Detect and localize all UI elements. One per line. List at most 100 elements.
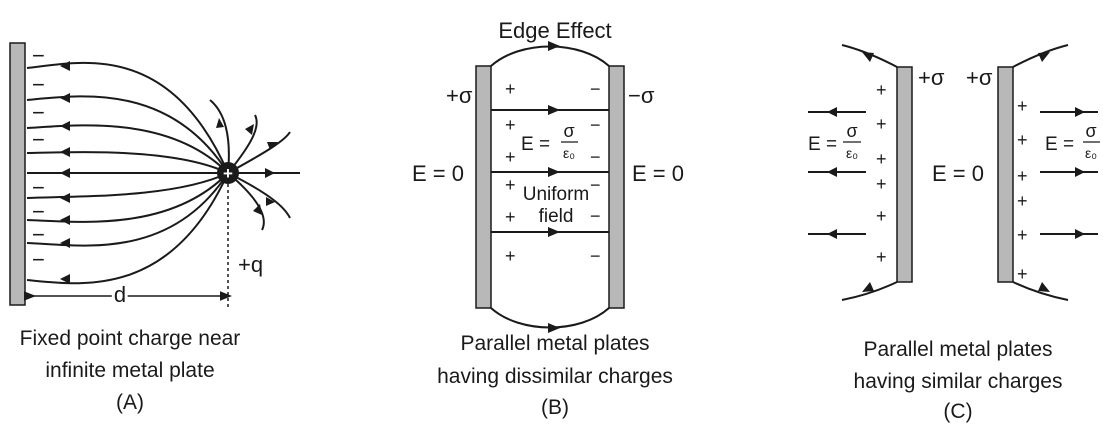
plus-sigma-right: +σ [966, 65, 993, 90]
field-line [26, 61, 229, 174]
field-line [26, 172, 229, 199]
arrows-b [548, 41, 560, 333]
plus-sign: + [1017, 225, 1028, 245]
plus-sign: + [505, 147, 516, 167]
plus-sign: + [505, 115, 516, 135]
field-line [26, 172, 229, 223]
formula-sigma: σ [846, 121, 857, 141]
field-formula-c-right: E = σ ε₀ [1045, 121, 1100, 161]
arrowhead [548, 227, 560, 237]
e-zero-left: E = 0 [412, 161, 464, 186]
arrows-a [60, 61, 278, 284]
plus-sign: + [876, 114, 887, 134]
arrowhead [60, 121, 70, 131]
edge-field-line [841, 281, 898, 301]
plus-sigma-label: +σ [446, 83, 473, 108]
panel-a: − − − − − − − − + d +q Fixed point charg… [9, 42, 300, 414]
field-line [26, 172, 229, 285]
arrowhead [548, 323, 560, 333]
arrowhead [60, 274, 70, 284]
field-line [26, 124, 229, 174]
plus-sign: + [1017, 130, 1028, 150]
field-formula-c-left: E = σ ε₀ [808, 121, 861, 161]
plus-sign: + [1017, 191, 1028, 211]
plus-signs-b: + + + + + + [505, 79, 516, 266]
arrowhead [1038, 52, 1050, 62]
plus-sign: + [1017, 264, 1028, 284]
right-plate-c [997, 66, 1014, 283]
distance-label: d [114, 282, 126, 307]
arrowhead [60, 147, 70, 157]
minus-sign: − [590, 206, 601, 226]
arrowhead [1075, 167, 1085, 177]
arrowhead [265, 168, 275, 178]
minus-sign: − [32, 43, 45, 68]
field-formula-b: E = σ ε₀ [521, 121, 578, 161]
formula-lhs: E = [1045, 134, 1074, 155]
arrowhead [862, 52, 874, 62]
formula-epsilon: ε₀ [1085, 145, 1097, 161]
e-zero-right: E = 0 [632, 161, 684, 186]
caption-c-line2: having similar charges [854, 370, 1063, 393]
minus-signs-b: − − − − − − [590, 79, 601, 266]
plus-sign: + [876, 206, 887, 226]
plate-charges-a: − − − − − − − − [32, 43, 45, 272]
minus-sign: − [32, 72, 45, 97]
minus-sign: − [32, 127, 45, 152]
minus-sign: − [590, 79, 601, 99]
formula-lhs: E = [521, 134, 550, 155]
arrows-c [827, 52, 1085, 292]
plus-sign: + [876, 149, 887, 169]
uniform-field-label-line1: Uniform [523, 184, 590, 205]
caption-c-line1: Parallel metal plates [863, 338, 1052, 361]
minus-sign: − [32, 175, 45, 200]
minus-sigma-label: −σ [628, 83, 655, 108]
field-line [26, 151, 229, 174]
arrowhead [60, 61, 70, 71]
caption-b-line2: having dissimilar charges [437, 365, 673, 388]
arrowhead [1075, 229, 1085, 239]
arrowhead [548, 167, 560, 177]
charge-label: +q [238, 252, 263, 277]
negative-plate-b [608, 65, 625, 309]
arrowhead [266, 197, 275, 206]
plus-sign: + [876, 174, 887, 194]
minus-sign: − [590, 246, 601, 266]
edge-field-line [1012, 281, 1069, 301]
caption-a-line1: Fixed point charge near [20, 327, 241, 350]
point-charge-sign: + [223, 164, 233, 183]
metal-plate-a [9, 42, 26, 306]
formula-epsilon: ε₀ [563, 145, 575, 161]
arrowhead [60, 238, 70, 248]
caption-a-tag: (A) [116, 391, 144, 414]
formula-sigma: σ [563, 121, 574, 141]
arrowhead [1075, 107, 1085, 117]
arrowhead [827, 229, 837, 239]
plus-sign: + [876, 247, 887, 267]
arrowhead [60, 215, 70, 225]
formula-sigma: σ [1085, 121, 1096, 141]
plus-signs-c-left: + + + + + + [876, 80, 887, 267]
uniform-field-label-line2: field [539, 206, 574, 227]
left-plate-c [896, 66, 913, 283]
formula-lhs: E = [808, 134, 837, 155]
arrowhead [548, 105, 560, 115]
edge-effect-label: Edge Effect [498, 18, 611, 43]
arrowhead [827, 107, 837, 117]
caption-b-tag: (B) [541, 396, 569, 419]
plus-sign: + [1017, 166, 1028, 186]
plus-sigma-left: +σ [918, 65, 945, 90]
arrowhead [862, 282, 874, 292]
point-charge [217, 162, 239, 184]
plus-sign: + [1017, 96, 1028, 116]
minus-sign: − [32, 199, 45, 224]
arrowhead [267, 142, 278, 150]
minus-sign: − [32, 247, 45, 272]
plus-signs-c-right: + + + + + + [1017, 96, 1028, 284]
arrowhead [1038, 282, 1050, 292]
minus-sign: − [590, 175, 601, 195]
field-line [227, 131, 291, 174]
field-line [26, 172, 229, 247]
plus-sign: + [876, 80, 887, 100]
